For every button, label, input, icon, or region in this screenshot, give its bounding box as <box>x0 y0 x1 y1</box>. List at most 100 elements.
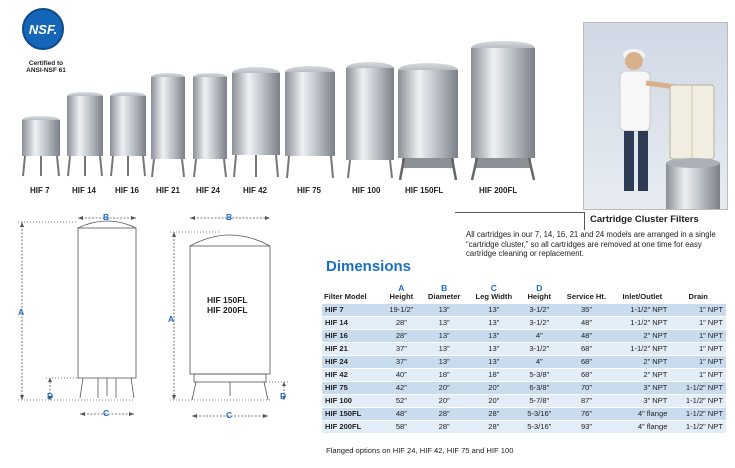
dimension-diagram-small <box>18 216 137 416</box>
table-cell: 1-1/2” NPT <box>614 315 671 330</box>
diagram-small-label-c: C <box>103 408 110 418</box>
tank-label-hif-200fl: HIF 200FL <box>479 186 518 195</box>
table-cell: 13” <box>467 328 520 343</box>
tank-image-hif-150fl <box>398 63 458 181</box>
table-cell: 68” <box>558 341 615 356</box>
table-cell: 3-1/2” <box>519 315 559 330</box>
table-cell: HIF 200FL <box>322 419 382 433</box>
table-cell: 28” <box>381 315 421 330</box>
table-cell: 13” <box>467 354 520 369</box>
table-cell: 18” <box>467 367 520 382</box>
table-cell: HIF 7 <box>322 302 382 317</box>
tank-label-hif-24: HIF 24 <box>196 186 221 195</box>
table-cell: 28” <box>420 419 468 433</box>
table-cell: HIF 21 <box>322 341 382 356</box>
table-cell: 1” NPT <box>670 367 726 382</box>
tank-image-hif-16 <box>110 92 146 177</box>
tank-image-hif-24 <box>193 73 227 178</box>
table-cell: 2” NPT <box>614 328 671 343</box>
table-cell: 37” <box>381 354 421 369</box>
table-cell: 4” <box>519 328 559 343</box>
table-cell: 3” NPT <box>614 393 671 408</box>
tank-label-hif-16: HIF 16 <box>115 186 140 195</box>
table-cell: 13” <box>420 341 468 356</box>
table-cell: 3-1/2” <box>519 341 559 356</box>
table-cell: 68” <box>558 367 615 382</box>
table-cell: 48” <box>381 406 421 421</box>
table-cell: 1-1/2” NPT <box>670 393 726 408</box>
table-cell: 2” NPT <box>614 354 671 369</box>
table-cell: 4” flange <box>614 406 671 421</box>
tank-label-hif-14: HIF 14 <box>72 186 97 195</box>
table-cell: 70” <box>558 380 615 395</box>
table-cell: 68” <box>558 354 615 369</box>
table-cell: 37” <box>381 341 421 356</box>
tank-image-hif-42 <box>232 67 280 178</box>
table-cell: 5-3/8” <box>519 367 559 382</box>
table-cell: 4” <box>519 354 559 369</box>
table-cell: 2” NPT <box>614 367 671 382</box>
table-cell: 35” <box>558 302 615 317</box>
table-cell: HIF 150FL <box>322 406 382 421</box>
diagram-small-label-b: B <box>103 212 110 222</box>
tank-image-hif-200fl <box>470 41 536 181</box>
table-cell: 6-3/8” <box>519 380 559 395</box>
table-cell: 1-1/2” NPT <box>670 419 726 433</box>
nsf-certification-caption: Certified to ANSI-NSF 61 <box>26 60 66 75</box>
table-cell: 20” <box>420 393 468 408</box>
tank-label-hif-7: HIF 7 <box>30 186 50 195</box>
diagram-large-model-line-1: HIF 150FL <box>207 295 248 305</box>
table-cell: 1-1/2” NPT <box>614 302 671 317</box>
table-cell: 1-1/2” NPT <box>614 341 671 356</box>
tank-label-hif-150fl: HIF 150FL <box>405 186 444 195</box>
table-cell: HIF 14 <box>322 315 382 330</box>
column-header: Filter Model <box>324 292 367 302</box>
table-cell: 1-1/2” NPT <box>670 380 726 395</box>
caption-callout-line <box>455 212 585 230</box>
tank-label-hif-21: HIF 21 <box>156 186 181 195</box>
table-cell: 48” <box>558 315 615 330</box>
table-cell: 76” <box>558 406 615 421</box>
diagram-small-label-d: D <box>47 391 54 401</box>
table-cell: 13” <box>420 315 468 330</box>
table-cell: 42” <box>381 380 421 395</box>
table-cell: 20” <box>467 393 520 408</box>
table-cell: 13” <box>420 354 468 369</box>
table-cell: HIF 42 <box>322 367 382 382</box>
table-cell: 5-3/16” <box>519 406 559 421</box>
table-cell: 5-7/8” <box>519 393 559 408</box>
diagram-large-model-line-2: HIF 200FL <box>207 305 248 315</box>
diagram-large-label-c: C <box>226 410 233 420</box>
flanged-options-footnote: Flanged options on HIF 24, HIF 42, HIF 7… <box>326 446 514 455</box>
table-cell: 28” <box>381 328 421 343</box>
tank-label-hif-42: HIF 42 <box>243 186 268 195</box>
table-cell: 13” <box>467 302 520 317</box>
diagram-large-label-b: B <box>226 212 233 222</box>
table-cell: 19-1/2” <box>381 302 421 317</box>
table-cell: HIF 16 <box>322 328 382 343</box>
column-header: Drain <box>688 292 708 302</box>
cartridge-cluster-description: All cartridges in our 7, 14, 16, 21 and … <box>466 230 716 259</box>
column-header: Inlet/Outlet <box>622 292 663 302</box>
table-cell: 58” <box>381 419 421 433</box>
table-cell: 52” <box>381 393 421 408</box>
table-cell: 87” <box>558 393 615 408</box>
table-cell: 1-1/2” NPT <box>670 406 726 421</box>
diagram-large-label-a: A <box>168 314 175 324</box>
dimension-diagram-large <box>170 216 290 418</box>
table-cell: 1” NPT <box>670 328 726 343</box>
photo-caption: Cartridge Cluster Filters <box>590 214 699 225</box>
table-cell: HIF 100 <box>322 393 382 408</box>
